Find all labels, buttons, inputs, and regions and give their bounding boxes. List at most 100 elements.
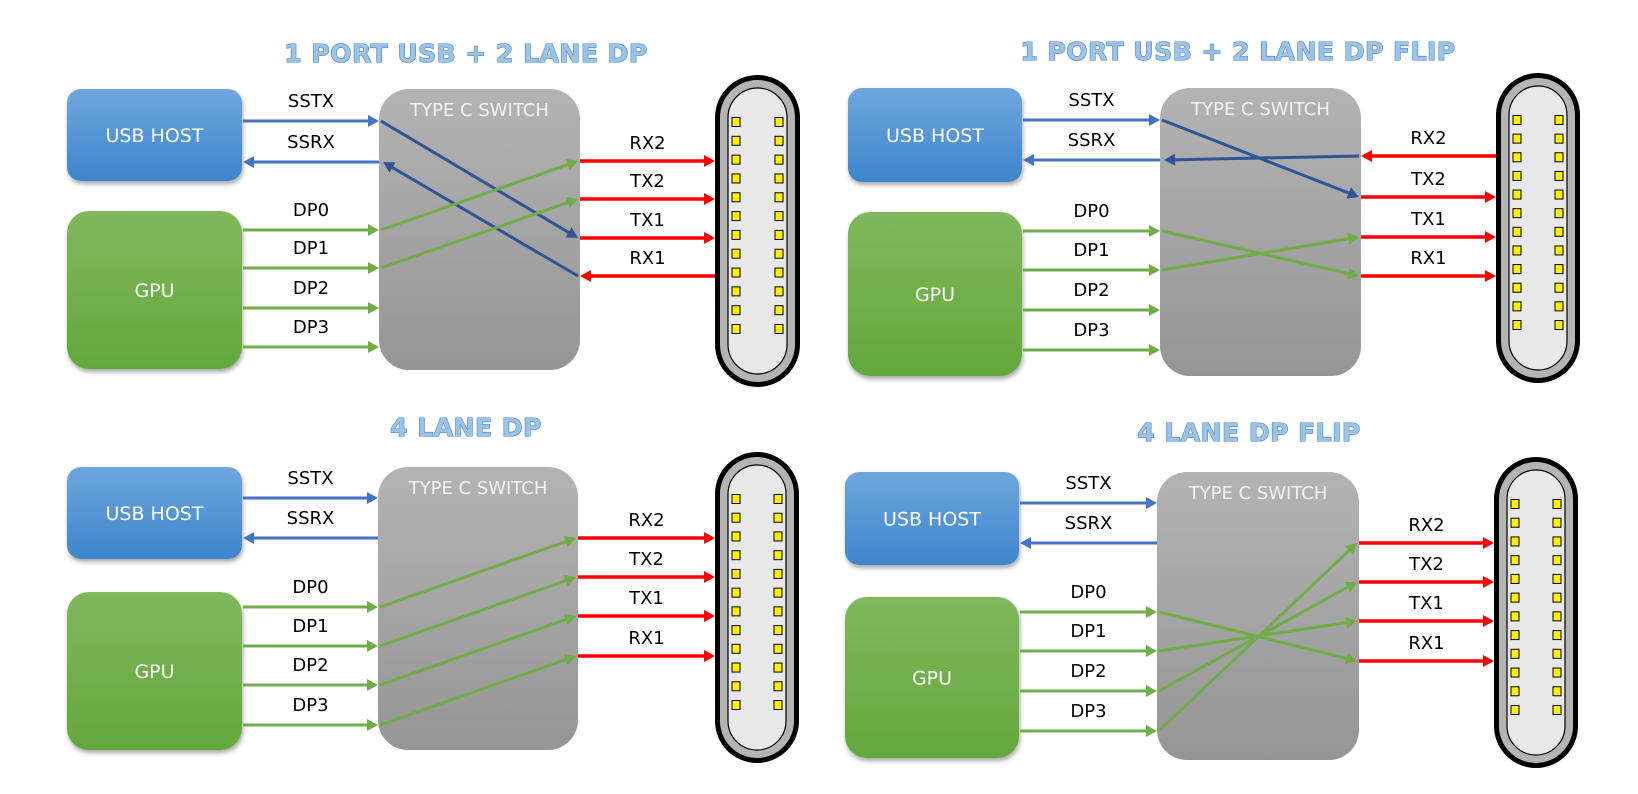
dp-lane-arrow-dp3 xyxy=(243,719,378,731)
connector-label-rx1: RX1 xyxy=(1410,248,1446,269)
connector-signal-tx2 xyxy=(1361,191,1496,203)
connector-pin xyxy=(731,324,741,334)
switch-route-rx2-to-ssrx xyxy=(1164,153,1360,166)
connector-pin xyxy=(774,267,784,278)
gpu-label: GPU xyxy=(912,668,952,690)
connector-tongue xyxy=(1508,85,1568,371)
connector-pin xyxy=(1510,555,1520,566)
type-c-switch-label: TYPE C SWITCH xyxy=(408,478,548,499)
arrowhead-icon xyxy=(704,610,715,622)
connector-signal-tx2 xyxy=(578,571,715,583)
connector-pin xyxy=(774,324,784,334)
arrowhead-icon xyxy=(1346,267,1359,280)
arrowhead-icon xyxy=(1483,655,1494,667)
connector-label-rx2: RX2 xyxy=(628,510,664,531)
connector-pin xyxy=(773,662,783,673)
dp-lane-arrow-dp0 xyxy=(1020,606,1157,618)
usb-type-c-connector xyxy=(1496,73,1580,383)
signal-line xyxy=(1161,237,1351,272)
usb-host-box xyxy=(67,467,242,559)
arrowhead-icon xyxy=(367,719,378,731)
usb-type-c-connector xyxy=(1494,457,1578,768)
arrowhead-icon xyxy=(704,155,715,167)
arrowhead-icon xyxy=(368,302,379,314)
arrowhead-icon xyxy=(704,532,715,544)
connector-pin xyxy=(1512,208,1522,219)
type-c-switch-label: TYPE C SWITCH xyxy=(1190,99,1330,120)
type-c-switch-box xyxy=(378,467,578,750)
connector-pin xyxy=(1552,705,1562,715)
connector-pin xyxy=(774,248,784,259)
connector-tongue xyxy=(727,87,788,375)
arrowhead-icon xyxy=(367,640,378,652)
connector-pin xyxy=(1512,189,1522,200)
usb-host-label: USB HOST xyxy=(106,125,204,147)
arrowhead-icon xyxy=(1149,114,1160,126)
connector-pin xyxy=(731,192,741,203)
connector-pin xyxy=(1510,536,1520,547)
arrowhead-icon xyxy=(704,232,715,244)
dp-lane-label-dp1: DP1 xyxy=(1070,621,1106,642)
type-c-switch-box xyxy=(379,89,580,370)
connector-label-tx1: TX1 xyxy=(628,588,664,609)
connector-signal-tx1 xyxy=(1359,615,1494,627)
connector-pin xyxy=(731,606,741,617)
connector-signal-rx2 xyxy=(1361,150,1496,162)
signal-line xyxy=(1158,585,1350,693)
connector-pin xyxy=(774,211,784,222)
connector-pin xyxy=(731,305,741,316)
sstx-label: SSTX xyxy=(1065,473,1111,494)
connector-pin xyxy=(1552,555,1562,566)
type-c-switch-label: TYPE C SWITCH xyxy=(409,100,549,121)
dp-lane-label-dp1: DP1 xyxy=(1073,240,1109,261)
connector-signal-rx1 xyxy=(580,270,715,282)
switch-route-dp3-to-rx1 xyxy=(379,653,576,727)
connector-pin xyxy=(773,550,783,561)
connector-label-tx1: TX1 xyxy=(629,210,665,231)
connector-pin xyxy=(774,286,784,297)
switch-route-dp0-to-rx2 xyxy=(380,158,578,232)
arrowhead-icon xyxy=(565,227,578,238)
dp-lane-arrow-dp3 xyxy=(1020,725,1157,737)
connector-label-tx2: TX2 xyxy=(629,171,665,192)
connector-pin xyxy=(1554,226,1564,237)
connector-label-rx2: RX2 xyxy=(629,133,665,154)
ssrx-label: SSRX xyxy=(1068,130,1116,151)
connector-pin xyxy=(731,117,741,127)
signal-line xyxy=(1157,548,1352,733)
connector-pin xyxy=(731,512,741,523)
connector-signal-rx2 xyxy=(1359,537,1494,549)
signal-line xyxy=(1158,620,1349,653)
arrowhead-icon xyxy=(563,613,576,626)
switch-route-dp3-to-rx2 xyxy=(1157,543,1357,733)
dp-lane-arrow-dp3 xyxy=(1023,344,1160,356)
signal-line xyxy=(380,119,572,235)
switch-route-dp2-to-tx1 xyxy=(379,613,576,687)
dp-lane-arrow-dp0 xyxy=(243,224,379,236)
usb-host-label: USB HOST xyxy=(106,503,204,525)
gpu-label: GPU xyxy=(134,280,174,302)
connector-signal-rx1 xyxy=(578,650,715,662)
connector-pin xyxy=(1512,226,1522,237)
usb-type-c-connector xyxy=(715,75,800,387)
connector-pin xyxy=(1510,517,1520,528)
ssrx-arrow xyxy=(243,156,379,168)
connector-signal-tx2 xyxy=(1359,576,1494,588)
connector-pin xyxy=(1554,320,1564,330)
ssrx-label: SSRX xyxy=(1065,513,1113,534)
dp-lane-arrow-dp0 xyxy=(243,601,378,613)
arrowhead-icon xyxy=(1344,543,1357,555)
switch-route-dp1-to-tx2 xyxy=(379,574,576,648)
connector-pin xyxy=(731,625,741,636)
arrowhead-icon xyxy=(1020,537,1031,549)
arrowhead-icon xyxy=(563,574,576,587)
connector-pin xyxy=(1510,499,1520,509)
arrowhead-icon xyxy=(367,601,378,613)
connector-pin xyxy=(774,135,784,146)
connector-pin xyxy=(774,117,784,127)
switch-route-dp0-to-rx2 xyxy=(379,535,576,609)
arrowhead-icon xyxy=(1485,191,1496,203)
signal-line xyxy=(379,617,569,687)
arrowhead-icon xyxy=(1483,615,1494,627)
